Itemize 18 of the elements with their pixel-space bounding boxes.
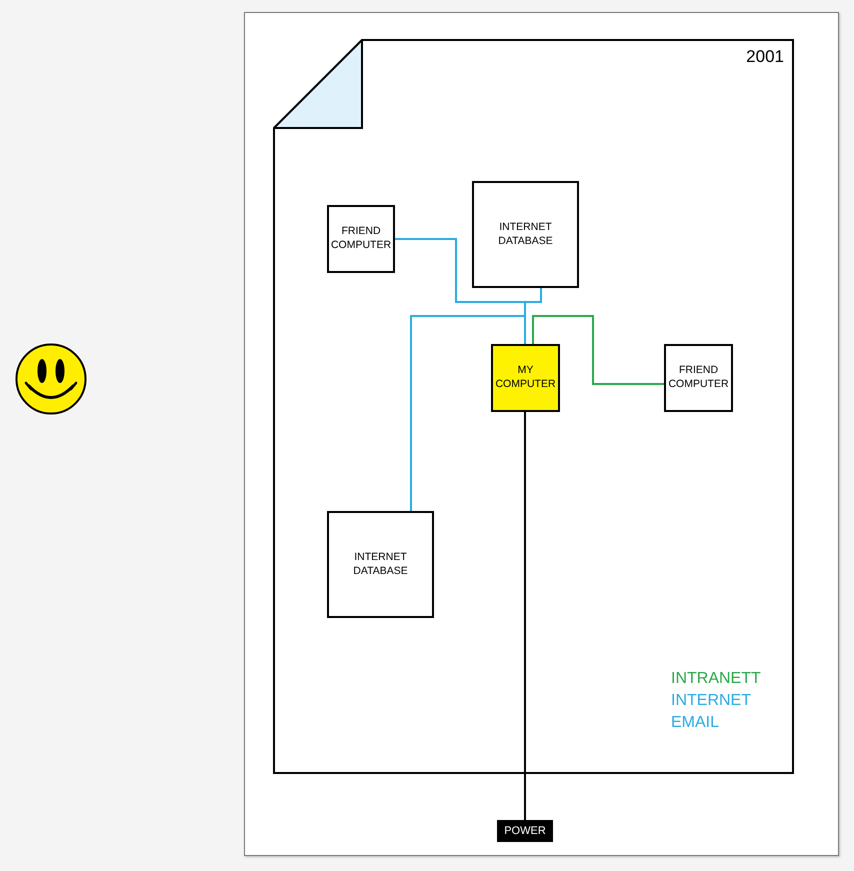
- database-box: [327, 511, 434, 618]
- legend-entry: INTRANETT: [671, 669, 761, 689]
- computer-box: [664, 344, 733, 412]
- box-label: INTERNET DATABASE: [497, 220, 554, 248]
- year-label: 2001: [746, 47, 784, 67]
- box-label: FRIEND COMPUTER: [667, 364, 730, 392]
- connector-line: [524, 412, 526, 820]
- box-label: INTERNET DATABASE: [352, 550, 409, 578]
- connector-line: [532, 315, 664, 385]
- computer-box: [327, 205, 395, 273]
- box-label: MY COMPUTER: [494, 364, 557, 392]
- power-label: POWER: [497, 820, 553, 842]
- box-label: FRIEND COMPUTER: [330, 225, 392, 253]
- connector-line: [410, 315, 526, 511]
- database-box: [472, 181, 579, 288]
- legend-entry: INTERNET: [671, 691, 752, 711]
- legend-entry: EMAIL: [671, 713, 720, 733]
- computer-box: [491, 344, 560, 412]
